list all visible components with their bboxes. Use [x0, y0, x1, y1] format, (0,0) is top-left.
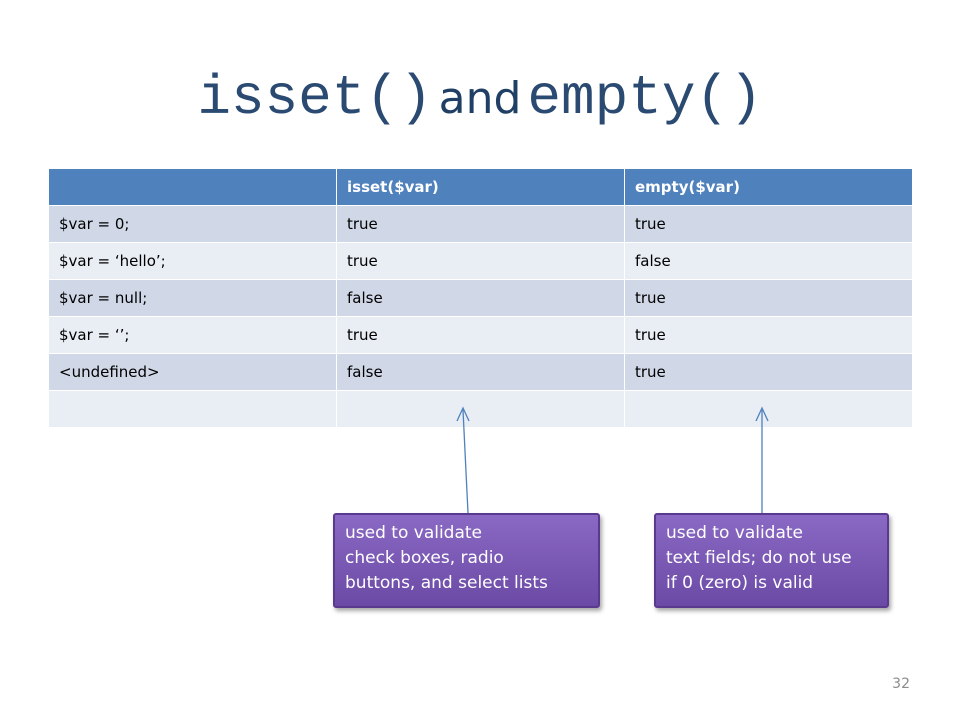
callout-line: if 0 (zero) is valid: [666, 573, 814, 593]
table-cell-isset-result: true: [336, 316, 625, 354]
callout-line: check boxes, radio: [345, 548, 504, 568]
table-cell-expression: [48, 390, 337, 428]
title-empty: empty(): [527, 66, 763, 130]
page-number: 32: [892, 676, 910, 692]
table-cell-empty-result: true: [624, 279, 913, 317]
table-cell-expression: $var = 0;: [48, 205, 337, 243]
table-cell-empty-result: true: [624, 316, 913, 354]
callout-empty-usage: used to validate text fields; do not use…: [654, 513, 889, 608]
table-cell-empty-result: false: [624, 242, 913, 280]
table-row: $var = ‘hello’; true false: [48, 242, 913, 280]
callout-line: used to validate: [345, 523, 483, 543]
callout-line: buttons, and select lists: [345, 573, 548, 593]
arrow-empty: [755, 406, 769, 513]
table-header-row: isset($var) empty($var): [48, 168, 913, 206]
table-cell-expression: $var = ‘hello’;: [48, 242, 337, 280]
table-cell-expression: <undefined>: [48, 353, 337, 391]
table-row: <undefined> false true: [48, 353, 913, 391]
callout-line: used to validate: [666, 523, 804, 543]
table-cell-empty-result: [624, 390, 913, 428]
title-and: and: [438, 73, 522, 124]
header-cell-empty-func: empty($var): [624, 168, 913, 206]
callout-line: text fields; do not use: [666, 548, 852, 568]
header-cell-isset: isset($var): [336, 168, 625, 206]
table-row: $var = 0; true true: [48, 205, 913, 243]
table-cell-isset-result: [336, 390, 625, 428]
comparison-table: isset($var) empty($var) $var = 0; true t…: [48, 168, 913, 428]
table-cell-empty-result: true: [624, 353, 913, 391]
arrow-isset: [456, 406, 470, 514]
table-cell-isset-result: false: [336, 353, 625, 391]
callout-isset-usage: used to validate check boxes, radio butt…: [333, 513, 600, 608]
table-cell-isset-result: true: [336, 242, 625, 280]
table-row: $var = null; false true: [48, 279, 913, 317]
title-isset: isset(): [197, 66, 433, 130]
table-cell-expression: $var = null;: [48, 279, 337, 317]
table-cell-isset-result: true: [336, 205, 625, 243]
table-row-blank: [48, 390, 913, 428]
table-cell-isset-result: false: [336, 279, 625, 317]
